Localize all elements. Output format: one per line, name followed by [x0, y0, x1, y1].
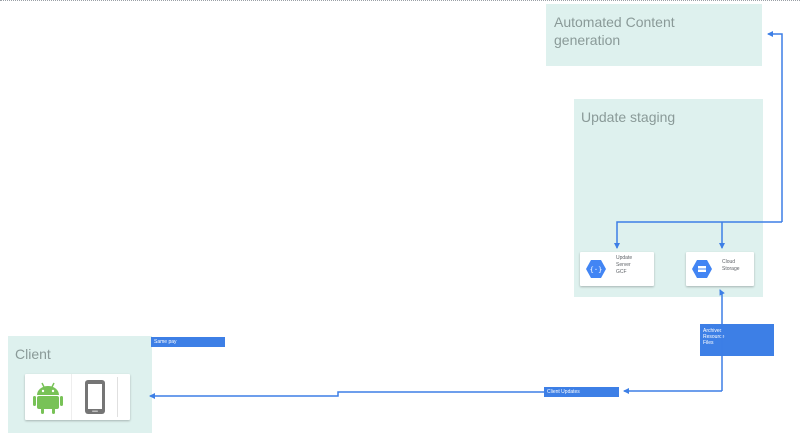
arrow-to-automated-content: [767, 31, 783, 222]
update-server-label: Update Server GCF: [616, 255, 633, 275]
update-server-card[interactable]: {·} Update Server GCF: [580, 252, 654, 286]
svg-text:{·}: {·}: [590, 266, 603, 274]
top-border: [0, 0, 800, 1]
client-title: Client: [15, 346, 51, 362]
android-icon: [33, 382, 63, 414]
same-pay-tag: Same pay: [151, 337, 225, 347]
cloud-storage-icon: [692, 260, 712, 278]
cloud-storage-card[interactable]: Cloud Storage: [686, 252, 754, 286]
automated-content-panel: Automated Content generation: [546, 4, 762, 66]
phone-icon: [85, 380, 105, 414]
cloud-functions-icon: {·}: [586, 260, 606, 278]
device-divider: [117, 377, 118, 417]
client-updates-tag: Client Updates: [544, 387, 619, 397]
android-device[interactable]: [25, 374, 71, 420]
cloud-storage-label: Cloud Storage: [722, 259, 740, 272]
archived-files-tag: Archived Resource Files: [700, 324, 774, 356]
update-staging-title: Update staging: [581, 109, 676, 125]
automated-content-title: Automated Content generation: [554, 14, 675, 48]
arrow-to-client: [149, 391, 544, 399]
client-devices-card: [25, 374, 130, 420]
phone-device[interactable]: [71, 374, 118, 420]
